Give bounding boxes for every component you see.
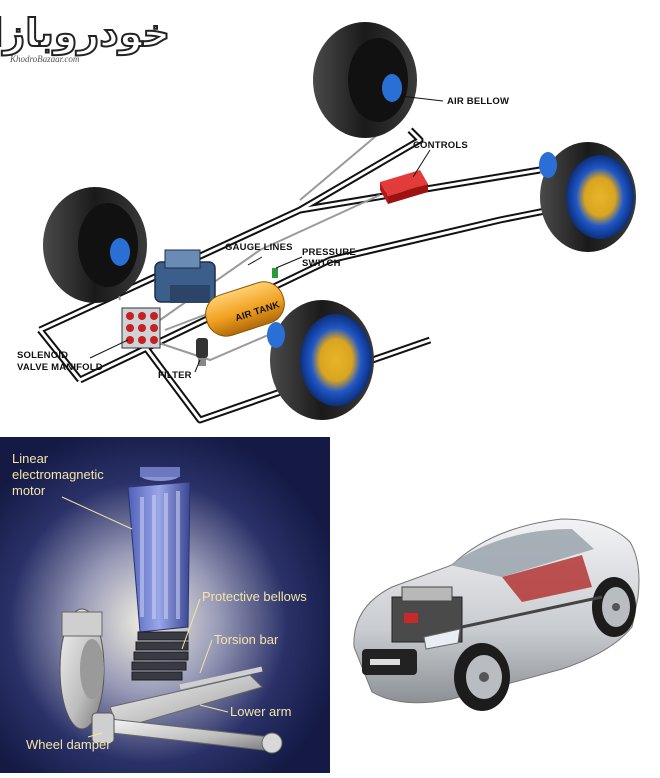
wheel-damper: [91, 712, 115, 744]
motor-top-mount: [140, 467, 180, 481]
label-motor: motor: [12, 483, 46, 498]
pressure-switch: [272, 268, 278, 278]
label-electromagnetic: electromagnetic: [12, 467, 104, 482]
site-logo: خودروبازار KhodroBazaar.com: [0, 11, 172, 64]
solenoid-valve-manifold: [121, 307, 161, 349]
car-headlight: [423, 628, 461, 650]
air-tank: AIR TANK: [205, 281, 285, 337]
label-protective-bellows: Protective bellows: [202, 589, 307, 604]
label-switch: SWITCH: [302, 258, 341, 269]
wheel-front-right: [539, 142, 636, 252]
wheel-hub: [59, 608, 105, 730]
leader-lines: [89, 95, 444, 373]
car-cutaway-svg: [353, 518, 640, 711]
car-driveshaft: [461, 595, 603, 629]
car-windshield: [450, 529, 594, 577]
wheel-front-left: [267, 300, 374, 420]
car-interior: [502, 555, 592, 602]
car-front-wheel: [454, 643, 510, 711]
filter: [196, 338, 208, 366]
label-valve-manifold: VALVE MANIFOLD: [17, 362, 103, 373]
electromagnetic-suspension-illustration: Linear electromagnetic motor Protective …: [0, 437, 330, 773]
label-linear: Linear: [12, 451, 49, 466]
air-bellow-rear-left: [110, 238, 130, 266]
label-controls: CONTROLS: [413, 140, 468, 151]
linear-electromagnetic-motor: [127, 481, 191, 633]
em-leader-lines: [61, 496, 229, 738]
wheel-rear-right: [313, 22, 417, 138]
label-wheel-damper: Wheel damper: [26, 737, 111, 752]
electromagnetic-suspension-svg: Linear electromagnetic motor Protective …: [0, 437, 330, 773]
site-logo-url: KhodroBazaar.com: [10, 54, 80, 64]
car-cutaway-illustration: [332, 437, 660, 773]
air-suspension-svg: AIR TANK: [17, 22, 636, 424]
label-pressure: PRESSURE: [302, 247, 356, 258]
label-air-bellow: AIR BELLOW: [447, 96, 509, 107]
lower-arm: [109, 674, 283, 754]
controls-box: [380, 170, 428, 204]
label-torsion-bar: Torsion bar: [214, 632, 279, 647]
label-lower-arm: Lower arm: [230, 704, 291, 719]
air-bellow-front-left: [267, 322, 285, 348]
car-rear-wheel: [592, 577, 636, 637]
label-solenoid: SOLENOID: [17, 350, 68, 361]
air-bellow-front-right: [539, 152, 557, 178]
torsion-bar: [179, 666, 263, 690]
site-logo-text: خودروبازار: [0, 11, 172, 55]
protective-bellows: [131, 631, 189, 681]
air-suspension-diagram: AIR TANK: [0, 11, 636, 424]
label-gauge-lines: GAUGE LINES: [225, 242, 293, 253]
compressor: [154, 249, 216, 303]
wheel-rear-left: [43, 187, 147, 303]
label-filter: FILTER: [158, 370, 192, 381]
air-bellow-rear-right: [382, 74, 402, 102]
